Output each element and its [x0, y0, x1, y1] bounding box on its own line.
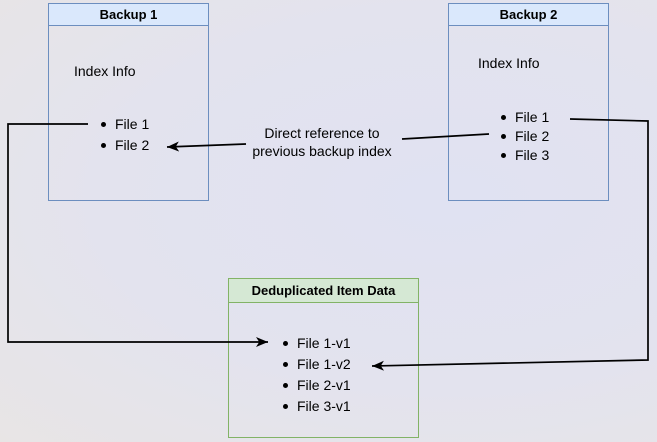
backup2-file-list: File 1 File 2 File 3: [501, 108, 549, 165]
list-item: File 2: [501, 127, 549, 146]
file-label: File 2: [515, 128, 550, 144]
backup1-node: Backup 1 Index Info File 1 File 2: [48, 3, 209, 201]
backup2-title: Backup 2: [449, 4, 608, 26]
bullet-icon: [283, 341, 288, 346]
list-item: File 1: [101, 114, 149, 135]
list-item: File 1: [501, 108, 549, 127]
edge-label-line1: Direct reference to: [264, 125, 380, 141]
list-item: File 2-v1: [283, 375, 351, 396]
bullet-icon: [283, 383, 288, 388]
file-label: File 3: [515, 147, 550, 163]
dedup-node: Deduplicated Item Data File 1-v1 File 1-…: [228, 278, 419, 438]
file-label: File 1-v1: [297, 335, 351, 351]
bullet-icon: [101, 122, 106, 127]
edge-label-line2: previous backup index: [252, 143, 392, 159]
backup1-file-list: File 1 File 2: [101, 114, 149, 156]
bullet-icon: [283, 362, 288, 367]
file-label: File 2-v1: [297, 377, 351, 393]
bullet-icon: [501, 134, 506, 139]
file-label: File 1: [515, 109, 550, 125]
bullet-icon: [501, 115, 506, 120]
backup2-index-info-label: Index Info: [478, 55, 540, 71]
dedup-title: Deduplicated Item Data: [229, 279, 418, 303]
bullet-icon: [501, 153, 506, 158]
file-label: File 1: [115, 116, 150, 132]
bullet-icon: [101, 143, 106, 148]
list-item: File 1-v1: [283, 333, 351, 354]
list-item: File 2: [101, 135, 149, 156]
list-item: File 3-v1: [283, 396, 351, 417]
backup1-title: Backup 1: [49, 4, 208, 26]
edge-label-direct-reference: Direct reference to previous backup inde…: [227, 124, 417, 160]
dedup-file-list: File 1-v1 File 1-v2 File 2-v1 File 3-v1: [283, 333, 351, 417]
file-label: File 1-v2: [297, 356, 351, 372]
backup2-node: Backup 2 Index Info File 1 File 2 File 3: [448, 3, 609, 201]
backup1-index-info-label: Index Info: [74, 63, 136, 79]
file-label: File 3-v1: [297, 398, 351, 414]
bullet-icon: [283, 404, 288, 409]
list-item: File 3: [501, 146, 549, 165]
list-item: File 1-v2: [283, 354, 351, 375]
file-label: File 2: [115, 137, 150, 153]
